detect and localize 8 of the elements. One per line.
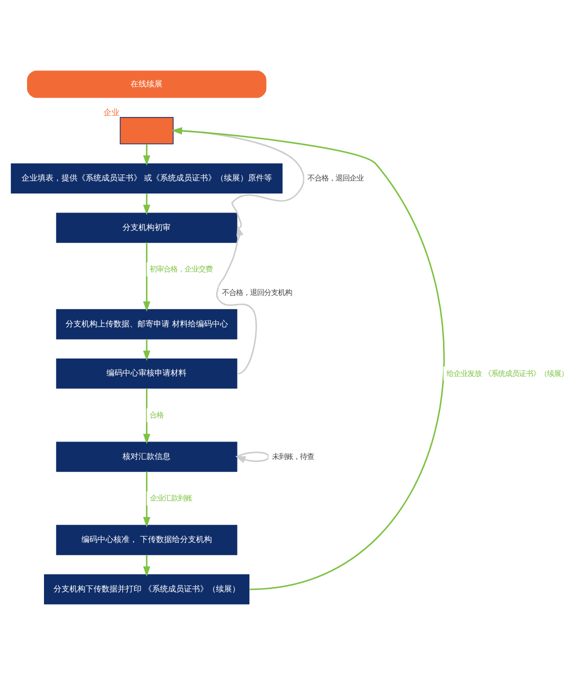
edge-label: 企业汇款到账 <box>150 494 192 503</box>
edge-label: 初审合格，企业交费 <box>150 264 213 274</box>
edge-label: 未到账，待查 <box>272 452 314 461</box>
node-label: 企业 <box>104 106 120 117</box>
edge-label: 合格 <box>150 410 164 420</box>
edge-label: 不合格，退回企业 <box>308 174 364 183</box>
edge-label: 给企业发放 《系统成员证书》（续展） <box>446 368 568 378</box>
edge-label: 不合格，退回分支机构 <box>222 288 292 298</box>
